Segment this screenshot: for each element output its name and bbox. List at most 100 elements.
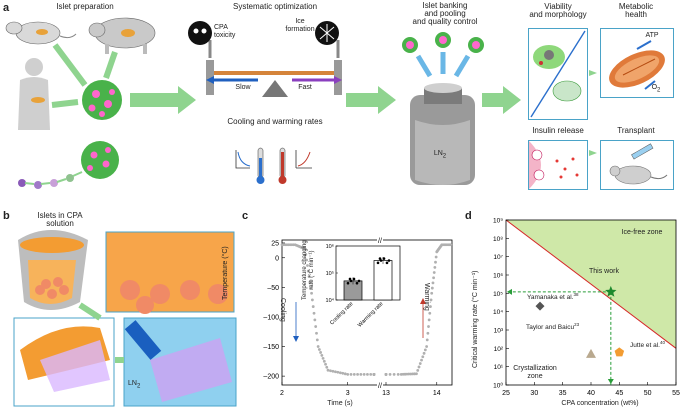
data-point-warming bbox=[432, 276, 435, 279]
data-point-warming bbox=[430, 299, 433, 302]
y-tick-label: 10⁷ bbox=[493, 254, 503, 261]
y-tick-label: –50 bbox=[267, 285, 279, 292]
atp-label: ATP bbox=[642, 32, 662, 40]
inset-data-point bbox=[347, 282, 350, 285]
inset-data-point bbox=[383, 257, 386, 260]
inset-data-point bbox=[386, 262, 389, 265]
data-point-warming bbox=[426, 332, 429, 335]
guide-arrow-h bbox=[507, 289, 512, 295]
data-point-warming bbox=[434, 261, 437, 264]
y-tick-label: 10⁵ bbox=[493, 291, 503, 298]
y-tick-label: 10¹ bbox=[494, 364, 504, 371]
crystallization-zone-label: Crystallization zone bbox=[510, 365, 560, 381]
mouse-syringe-icon bbox=[601, 141, 673, 189]
data-point-cooling bbox=[329, 369, 332, 372]
fast-label: Fast bbox=[290, 84, 320, 92]
data-point-warming bbox=[431, 287, 434, 290]
inset-y-tick-label: 10⁶ bbox=[326, 243, 334, 250]
ice-formation-label: Ice formation bbox=[285, 18, 315, 34]
y-tick-label: 10² bbox=[494, 346, 504, 353]
data-point-cooling bbox=[327, 369, 330, 372]
cooling-arrow-head bbox=[293, 336, 299, 342]
cooling-label: Cooling bbox=[278, 298, 286, 310]
x-tick-label: 13 bbox=[382, 390, 390, 397]
slow-label: Slow bbox=[228, 84, 258, 92]
chart-d-ylabel: Critical warming rate (°C min⁻¹) bbox=[471, 270, 479, 368]
inset-category-label: Cooling rate bbox=[329, 301, 354, 326]
data-point-warming bbox=[449, 243, 452, 246]
rat-icon bbox=[6, 22, 76, 44]
data-point-cooling bbox=[366, 373, 369, 376]
banking-title: Islet banking and pooling and quality co… bbox=[395, 2, 495, 26]
x-tick-label: 40 bbox=[587, 390, 595, 397]
data-point-warming bbox=[430, 292, 433, 295]
axis-break-top: // bbox=[378, 238, 382, 245]
data-point-cooling bbox=[313, 318, 316, 321]
ln2-dewar-icon bbox=[402, 32, 484, 185]
data-point-warming bbox=[418, 366, 421, 369]
x-tick-label: 14 bbox=[433, 390, 441, 397]
ln2-label-b: LN2 bbox=[128, 380, 152, 390]
y-tick-label: 10⁸ bbox=[493, 236, 503, 243]
critical-warming-chart: 10⁹10⁸10⁷10⁶10⁵10⁴10³10²10¹10⁰2530354045… bbox=[462, 210, 682, 410]
data-point-cooling bbox=[320, 354, 323, 357]
viability-icon bbox=[529, 29, 587, 119]
data-point-cooling bbox=[341, 372, 344, 375]
data-point-warming bbox=[423, 352, 426, 355]
data-point-warming bbox=[415, 372, 418, 375]
y-tick-label: 10⁹ bbox=[493, 218, 503, 225]
inset-ylabel: Temperature changing rate (°C min⁻¹) bbox=[302, 240, 316, 300]
data-point-warming bbox=[428, 312, 431, 315]
data-point-warming bbox=[432, 282, 435, 285]
o2-label: O2 bbox=[646, 84, 666, 94]
y-tick-label: 10⁰ bbox=[493, 382, 503, 390]
data-point-plateau bbox=[385, 373, 388, 376]
inset-y-tick-label: 10⁴ bbox=[326, 297, 335, 304]
data-point-cooling bbox=[363, 373, 366, 376]
islet-cluster-icon bbox=[81, 80, 122, 179]
data-point-cooling bbox=[339, 371, 342, 374]
data-point-cooling bbox=[369, 373, 372, 376]
data-point-plateau bbox=[373, 373, 376, 376]
data-point-cooling bbox=[336, 371, 339, 374]
cooling-warming-rates-label: Cooling and warming rates bbox=[220, 118, 330, 126]
insulin-icon bbox=[529, 141, 587, 189]
jutte-label: Jutte et al.40 bbox=[630, 340, 665, 349]
taylor-marker bbox=[586, 349, 596, 358]
inset-data-point bbox=[353, 278, 356, 281]
metabolic-label: Metabolic health bbox=[600, 3, 672, 19]
inset-data-point bbox=[349, 278, 352, 281]
inset-data-point bbox=[377, 262, 380, 265]
data-point-cooling bbox=[316, 338, 319, 341]
data-point-warming bbox=[419, 362, 422, 365]
hesc-differentiation-icon bbox=[18, 172, 82, 189]
systematic-optimization-title: Systematic optimization bbox=[200, 3, 350, 11]
data-point-warming bbox=[433, 266, 436, 269]
x-tick-label: 30 bbox=[530, 390, 538, 397]
data-point-plateau bbox=[393, 373, 396, 376]
data-point-cooling bbox=[359, 373, 362, 376]
data-point-plateau bbox=[397, 373, 400, 376]
data-point-cooling bbox=[353, 373, 356, 376]
data-point-cooling bbox=[323, 360, 326, 363]
inset-data-point bbox=[358, 280, 361, 283]
y-tick-label: 10³ bbox=[494, 328, 504, 335]
viability-label: Viability and morphology bbox=[520, 3, 596, 19]
seesaw-icon bbox=[206, 40, 342, 97]
x-tick-label: 25 bbox=[502, 390, 510, 397]
data-point-cooling bbox=[334, 370, 337, 373]
data-point-cooling bbox=[356, 373, 359, 376]
insulin-release-label: Insulin release bbox=[520, 127, 596, 135]
data-point-cooling bbox=[350, 373, 353, 376]
panel-b-illustration bbox=[0, 210, 240, 410]
x-tick-label: 2 bbox=[280, 390, 284, 397]
y-tick-label: –100 bbox=[263, 314, 279, 321]
data-point-cooling bbox=[317, 345, 320, 348]
ice-crystal-icon bbox=[315, 21, 339, 45]
warming-label: Warming bbox=[422, 283, 430, 295]
yamanaka-label: Yamanaka et al.38 bbox=[527, 292, 579, 301]
data-point-cooling bbox=[319, 351, 322, 354]
data-point-warming bbox=[427, 325, 430, 328]
data-point-cooling bbox=[315, 332, 318, 335]
x-tick-label: 45 bbox=[615, 390, 623, 397]
